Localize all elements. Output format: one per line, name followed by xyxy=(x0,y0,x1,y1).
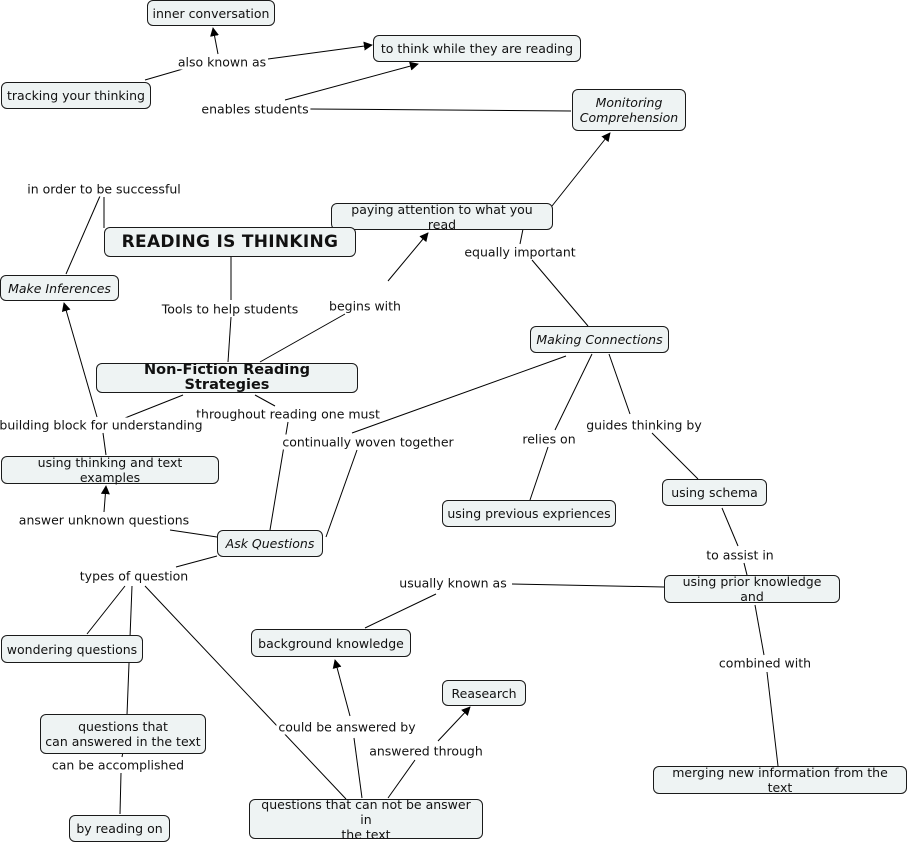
line-connections-to-relies xyxy=(554,353,593,431)
line-connections-to-woven xyxy=(351,355,567,434)
line-building-to-inferences xyxy=(61,302,98,418)
concept-by-reading-on[interactable]: by reading on xyxy=(69,815,170,842)
link-types-of-question: types of question xyxy=(77,568,191,584)
line-prior-to-combined xyxy=(754,604,765,656)
line-begins-to-paying xyxy=(387,232,429,282)
concept-previous-experiences[interactable]: using previous expriences xyxy=(442,500,616,527)
concept-prior-knowledge[interactable]: using prior knowledge and xyxy=(664,574,840,604)
line-building-to-examples xyxy=(102,432,107,456)
concept-background-knowledge[interactable]: background knowledge xyxy=(251,629,411,657)
line-paying-to-equally xyxy=(519,228,524,245)
line-equally-to-connections xyxy=(531,259,589,327)
link-relies-on: relies on xyxy=(520,431,578,447)
line-not-answered-to-through xyxy=(387,759,416,799)
link-usually-known-as: usually known as xyxy=(397,575,509,591)
link-in-order-to-be-successful: in order to be successful xyxy=(25,181,183,197)
line-successful-to-inferences xyxy=(65,195,101,275)
link-could-be-answered-by: could be answered by xyxy=(276,719,418,735)
concept-answered-in-text[interactable]: questions that can answered in the text xyxy=(40,714,206,754)
line-accomplished-to-reading-on xyxy=(119,772,122,815)
concept-thinking-text-examples[interactable]: using thinking and text examples xyxy=(1,455,219,485)
line-could-to-background xyxy=(332,659,351,717)
line-prior-to-usually xyxy=(511,583,665,588)
concept-wondering-questions[interactable]: wondering questions xyxy=(1,635,143,663)
concept-make-inferences[interactable]: Make Inferences xyxy=(0,275,119,301)
concept-ask-questions[interactable]: Ask Questions xyxy=(217,530,323,557)
line-combined-to-merging xyxy=(766,671,779,767)
link-tools-to-help: Tools to help students xyxy=(159,301,301,317)
link-continually-woven: continually woven together xyxy=(280,434,456,450)
link-begins-with: begins with xyxy=(327,298,403,314)
concept-using-schema[interactable]: using schema xyxy=(662,479,767,506)
concept-inner-conversation[interactable]: inner conversation xyxy=(147,0,275,26)
link-to-assist-in: to assist in xyxy=(704,547,776,563)
line-tools-to-nonfiction xyxy=(227,316,232,363)
line-enables-to-think-while-reading xyxy=(284,61,419,101)
concept-paying-attention[interactable]: paying attention to what you read xyxy=(331,202,553,232)
concept-reading-is-thinking[interactable]: READING IS THINKING xyxy=(104,227,356,257)
line-nonfiction-to-begins xyxy=(259,313,346,363)
line-woven-to-ask xyxy=(325,449,358,538)
concept-research[interactable]: Reasearch xyxy=(442,680,526,706)
link-enables-students: enables students xyxy=(199,101,311,117)
link-answer-unknown: answer unknown questions xyxy=(16,512,192,528)
link-guides-thinking-by: guides thinking by xyxy=(584,417,704,433)
link-can-be-accomplished: can be accomplished xyxy=(49,757,187,773)
line-nonfiction-to-building xyxy=(124,394,184,419)
concept-making-connections[interactable]: Making Connections xyxy=(530,326,669,353)
concept-merging-info[interactable]: merging new information from the text xyxy=(653,765,907,795)
line-also-known-to-inner-conversation xyxy=(210,27,219,55)
line-usually-to-background xyxy=(364,593,437,629)
link-also-known-as: also known as xyxy=(175,54,269,70)
concept-not-answered-in-text[interactable]: questions that can not be answer in the … xyxy=(249,797,483,842)
link-combined-with: combined with xyxy=(716,655,814,671)
line-answer-unknown-to-examples xyxy=(100,485,110,513)
line-also-known-to-think-while-reading xyxy=(267,41,373,60)
line-relies-to-experiences xyxy=(529,446,549,501)
link-building-block: building block for understanding xyxy=(0,417,205,433)
line-assist-to-prior xyxy=(743,562,748,576)
link-answered-through: answered through xyxy=(367,743,485,759)
concept-monitoring-comprehension[interactable]: Monitoring Comprehension xyxy=(572,89,686,131)
line-nonfiction-to-throughout xyxy=(254,394,276,407)
line-paying-to-monitoring xyxy=(551,132,611,207)
line-through-to-research xyxy=(437,706,471,742)
line-monitoring-to-enables xyxy=(309,108,572,112)
line-types-to-wondering xyxy=(86,585,126,635)
line-schema-to-assist xyxy=(721,507,739,547)
link-equally-important: equally important xyxy=(462,244,578,260)
link-throughout-reading: throughout reading one must xyxy=(194,406,382,422)
line-connections-to-guides xyxy=(608,353,631,415)
line-types-to-not-answered xyxy=(144,585,347,800)
line-guides-to-schema xyxy=(651,432,699,480)
line-ask-to-answer-unknown xyxy=(169,529,218,538)
concept-nonfiction-strategies[interactable]: Non-Fiction Reading Strategies xyxy=(96,363,358,393)
line-not-answered-to-could xyxy=(353,737,363,799)
line-ask-to-types xyxy=(175,555,218,568)
concept-tracking-thinking[interactable]: tracking your thinking xyxy=(1,82,151,109)
concept-think-while-reading[interactable]: to think while they are reading xyxy=(373,35,581,62)
